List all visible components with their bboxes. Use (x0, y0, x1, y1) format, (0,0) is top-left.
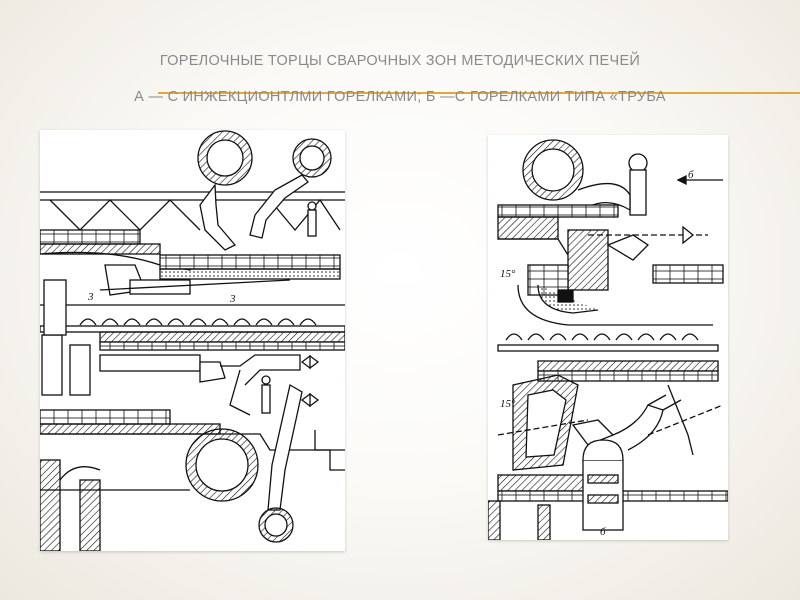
callout-3-right: 3 (229, 293, 236, 305)
furnace-drawing-b-svg: б 15° 15° б (488, 139, 728, 540)
furnace-drawing-a: 3 3 (40, 130, 345, 551)
drawing-a-linework (40, 130, 345, 551)
angle-label-bottom: 15° (500, 398, 516, 410)
slide-title-line-2: А — С ИНЖЕКЦИОНТЛМИ ГОРЕЛКАМИ; Б —С ГОРЕ… (134, 89, 666, 105)
arch-row-b (505, 333, 699, 341)
drawing-caption-b: б (600, 526, 606, 538)
furnace-drawing-b: б 15° 15° б (488, 135, 728, 540)
arch-row (79, 318, 317, 326)
flow-arrow-label: б (688, 169, 694, 181)
callout-3-left: 3 (87, 291, 94, 303)
title-divider-line (158, 92, 800, 94)
angle-label-top: 15° (500, 268, 516, 280)
slide-title-line-1: ГОРЕЛОЧНЫЕ ТОРЦЫ СВАРОЧНЫХ ЗОН МЕТОДИЧЕС… (159, 53, 641, 69)
drawing-b-linework (488, 139, 728, 540)
furnace-drawing-a-svg: 3 3 (40, 130, 345, 551)
